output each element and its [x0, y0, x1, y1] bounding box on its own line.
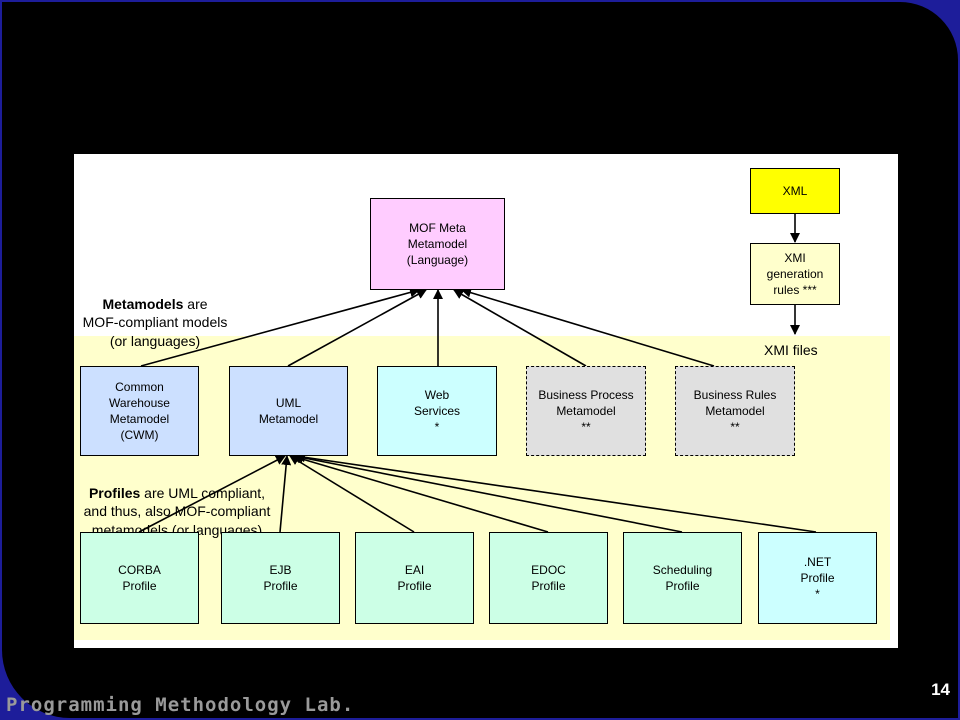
- edoc-profile-box: EDOC Profile: [489, 532, 608, 624]
- metamodels-note: Metamodels are MOF-compliant models (or …: [74, 276, 236, 350]
- ejb-profile-label: EJB Profile: [263, 563, 298, 593]
- arrow-scheduling-uml: [293, 452, 683, 533]
- profiles-note: Profiles are UML compliant, and thus, al…: [74, 465, 280, 539]
- eai-profile-box: EAI Profile: [355, 532, 474, 624]
- xml-label: XML: [782, 184, 808, 198]
- scheduling-profile-box: Scheduling Profile: [623, 532, 742, 624]
- edoc-profile-label: EDOC Profile: [531, 563, 566, 593]
- scheduling-profile-label: Scheduling Profile: [652, 563, 713, 593]
- xmi-rules-box: XMI generation rules ***: [750, 243, 840, 305]
- business-rules-metamodel-label: Business Rules Metamodel **: [693, 388, 777, 434]
- eai-profile-label: EAI Profile: [397, 563, 432, 593]
- diagram-panel: MOF Meta Metamodel (Language) XML XMI ge…: [74, 154, 898, 648]
- xml-box: XML: [750, 168, 840, 214]
- arrow-edoc-uml: [291, 453, 549, 533]
- xmi-rules-label: XMI generation rules ***: [766, 251, 824, 297]
- arrow-net-uml: [295, 452, 817, 533]
- ejb-profile-box: EJB Profile: [221, 532, 340, 624]
- business-process-metamodel-box: Business Process Metamodel **: [526, 366, 646, 456]
- business-process-metamodel-label: Business Process Metamodel **: [538, 388, 634, 434]
- uml-metamodel-label: UML Metamodel: [258, 396, 319, 426]
- arrow-brm-mof: [461, 287, 715, 367]
- web-services-label: Web Services *: [413, 388, 460, 434]
- uml-metamodel-box: UML Metamodel: [229, 366, 348, 456]
- arrow-eai-uml: [289, 455, 415, 533]
- net-profile-box: .NET Profile *: [758, 532, 877, 624]
- arrow-ejb-uml: [279, 455, 292, 533]
- cwm-metamodel-box: Common Warehouse Metamodel (CWM): [80, 366, 199, 456]
- mof-label: MOF Meta Metamodel (Language): [406, 221, 469, 267]
- arrow-cwm-mof: [140, 287, 420, 367]
- arrow-corba-uml: [138, 455, 286, 533]
- arrow-bpm-mof: [453, 289, 587, 367]
- mof-box: MOF Meta Metamodel (Language): [370, 198, 505, 290]
- business-rules-metamodel-box: Business Rules Metamodel **: [675, 366, 795, 456]
- arrow-uml-mof: [287, 289, 427, 367]
- web-services-box: Web Services *: [377, 366, 497, 456]
- diagram-arrows: [138, 214, 817, 533]
- net-profile-label: .NET Profile *: [800, 555, 835, 601]
- metamodels-note-bold: Metamodels: [102, 295, 184, 312]
- corba-profile-box: CORBA Profile: [80, 532, 199, 624]
- footer-lab-name: Programming Methodology Lab.: [6, 694, 355, 716]
- page-number: 14: [931, 680, 950, 699]
- corba-profile-label: CORBA Profile: [118, 563, 161, 593]
- xmi-files-label: XMI files: [764, 342, 818, 358]
- cwm-metamodel-label: Common Warehouse Metamodel (CWM): [109, 380, 170, 442]
- profiles-note-bold: Profiles: [88, 484, 141, 501]
- metamodels-note-text: are MOF-compliant models (or languages): [82, 295, 228, 349]
